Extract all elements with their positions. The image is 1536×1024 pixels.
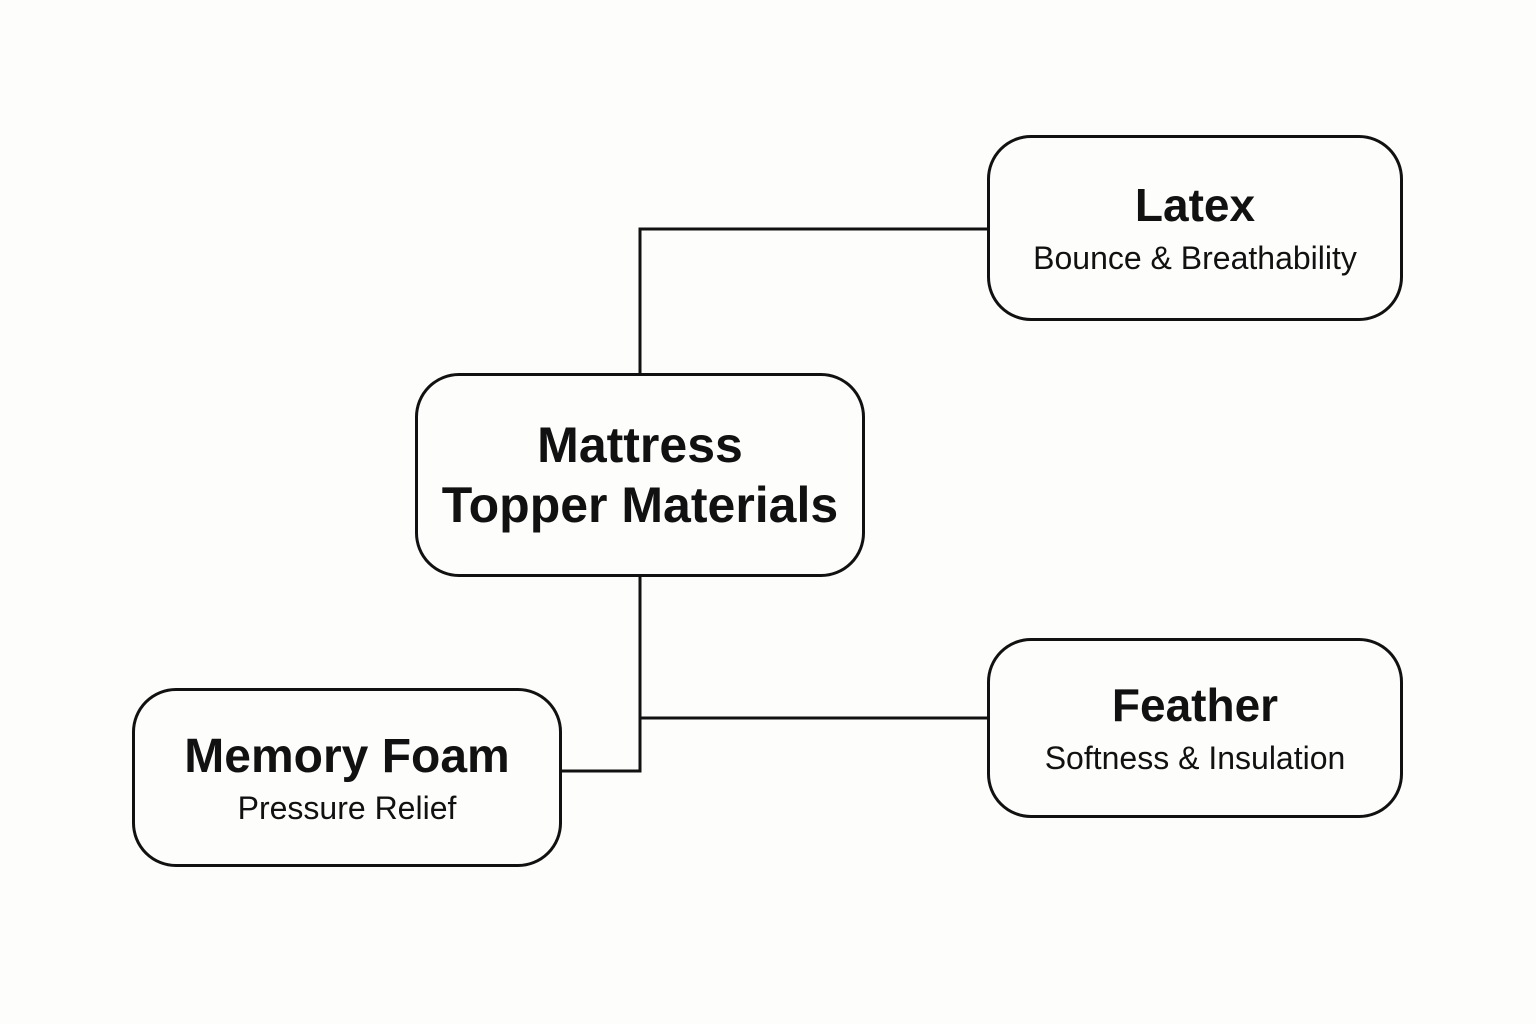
memory-foam-node: Memory Foam Pressure Relief bbox=[132, 688, 562, 867]
connector-root-to-feather bbox=[638, 577, 988, 720]
feather-node-title: Feather bbox=[1111, 679, 1279, 732]
latex-node-subtitle: Bounce & Breathability bbox=[1033, 240, 1357, 277]
memory-foam-node-title: Memory Foam bbox=[184, 729, 510, 783]
feather-node: Feather Softness & Insulation bbox=[987, 638, 1403, 818]
memory-foam-node-subtitle: Pressure Relief bbox=[237, 790, 457, 827]
root-node-title-line2: Topper Materials bbox=[441, 477, 839, 533]
root-node-title-line1: Mattress bbox=[537, 417, 743, 473]
connector-root-to-memory-foam bbox=[561, 718, 642, 773]
root-node: Mattress Topper Materials bbox=[415, 373, 865, 577]
connector-root-to-latex bbox=[638, 227, 988, 373]
feather-node-subtitle: Softness & Insulation bbox=[1044, 740, 1346, 777]
latex-node-title: Latex bbox=[1134, 179, 1256, 232]
latex-node: Latex Bounce & Breathability bbox=[987, 135, 1403, 321]
